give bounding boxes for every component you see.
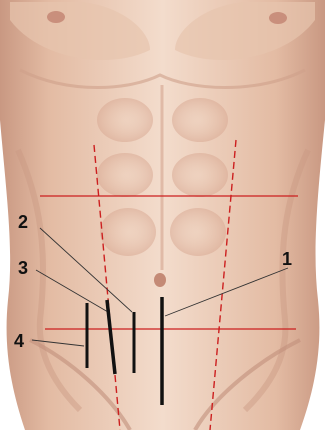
nipple-right <box>269 12 287 24</box>
callout-2: 2 <box>18 212 28 232</box>
ab-segment <box>97 98 153 142</box>
ab-segment <box>170 208 226 256</box>
callout-4: 4 <box>14 331 24 351</box>
navel <box>154 273 166 287</box>
callout-3: 3 <box>18 258 28 278</box>
ab-segment <box>97 153 153 197</box>
nipple-left <box>47 11 65 23</box>
ab-segment <box>172 98 228 142</box>
callout-1: 1 <box>282 249 292 269</box>
ab-segment <box>172 153 228 197</box>
ab-segment <box>100 208 156 256</box>
